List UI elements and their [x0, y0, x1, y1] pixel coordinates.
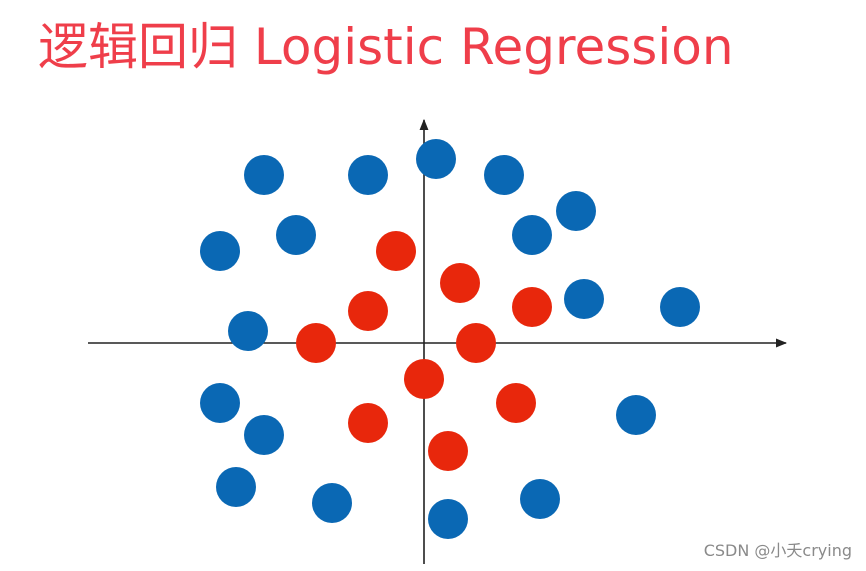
blue-point	[520, 479, 560, 519]
blue-point	[276, 215, 316, 255]
slide-title: 逻辑回归 Logistic Regression	[38, 18, 734, 76]
blue-point	[616, 395, 656, 435]
blue-point	[244, 155, 284, 195]
blue-point	[428, 499, 468, 539]
blue-point	[416, 139, 456, 179]
red-point	[348, 403, 388, 443]
blue-point	[564, 279, 604, 319]
red-point	[348, 291, 388, 331]
red-point	[296, 323, 336, 363]
blue-point	[556, 191, 596, 231]
blue-point	[216, 467, 256, 507]
blue-point	[228, 311, 268, 351]
blue-point	[200, 231, 240, 271]
blue-point	[484, 155, 524, 195]
red-point	[440, 263, 480, 303]
red-point	[376, 231, 416, 271]
blue-point	[660, 287, 700, 327]
red-point	[496, 383, 536, 423]
blue-point	[200, 383, 240, 423]
red-point	[404, 359, 444, 399]
watermark: CSDN @小夭crying	[703, 541, 852, 560]
points-layer	[200, 139, 700, 539]
blue-point	[512, 215, 552, 255]
blue-point	[244, 415, 284, 455]
blue-point	[348, 155, 388, 195]
red-point	[512, 287, 552, 327]
red-point	[428, 431, 468, 471]
blue-point	[312, 483, 352, 523]
red-point	[456, 323, 496, 363]
